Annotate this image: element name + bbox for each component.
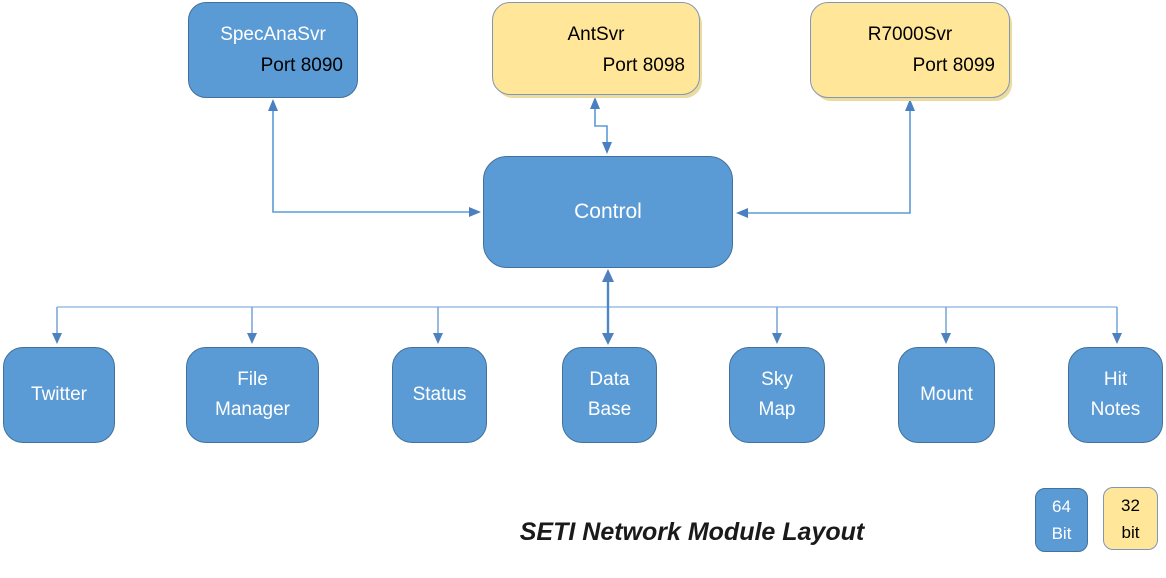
- connector-antsvr-control: [590, 97, 612, 154]
- legend-node-32bit: 32 bit: [1103, 487, 1158, 550]
- module-label: Manager: [215, 399, 290, 420]
- server-port-label: Port 8098: [602, 55, 685, 76]
- bus-drop-arrowheads: [52, 333, 1122, 344]
- bus-drop-lines: [56, 307, 1118, 334]
- server-node-antsvr: AntSvr Port 8098: [492, 2, 700, 95]
- module-node-data-base: Data Base: [562, 347, 657, 443]
- module-label: Mount: [920, 384, 973, 405]
- server-node-r7000svr: R7000Svr Port 8099: [810, 2, 1010, 98]
- server-name: SpecAnaSvr: [220, 24, 326, 45]
- server-name: AntSvr: [567, 24, 625, 45]
- module-node-mount: Mount: [898, 347, 995, 443]
- legend-label: 64: [1052, 497, 1071, 516]
- control-label: Control: [574, 200, 642, 223]
- module-node-file-manager: File Manager: [186, 347, 319, 443]
- module-label: Notes: [1090, 399, 1141, 420]
- connector-specanasvr-control: [268, 99, 481, 217]
- module-node-hit-notes: Hit Notes: [1068, 347, 1163, 443]
- control-node: Control: [483, 156, 733, 268]
- module-label: Map: [758, 399, 796, 420]
- module-node-sky-map: Sky Map: [729, 347, 825, 443]
- server-name: R7000Svr: [867, 24, 953, 45]
- server-port-label: Port 8099: [912, 55, 995, 76]
- module-label: Data: [589, 369, 630, 390]
- module-label: Sky: [761, 369, 793, 390]
- module-label: File: [237, 369, 268, 390]
- server-port-label: Port 8090: [260, 55, 343, 76]
- diagram-caption: SETI Network Module Layout: [519, 518, 865, 546]
- legend-label: 32: [1121, 495, 1140, 515]
- module-label: Twitter: [31, 384, 87, 405]
- connector-r7000svr-control: [736, 99, 915, 218]
- connector-control-database: [602, 269, 614, 345]
- legend-label: bit: [1121, 522, 1140, 542]
- legend-label: Bit: [1051, 524, 1072, 543]
- module-label: Status: [412, 384, 467, 405]
- server-node-specanasvr: SpecAnaSvr Port 8090: [188, 2, 358, 98]
- module-node-twitter: Twitter: [3, 347, 115, 443]
- legend-node-64bit: 64 Bit: [1035, 488, 1088, 552]
- module-label: Hit: [1103, 369, 1128, 390]
- module-node-status: Status: [392, 347, 487, 443]
- module-label: Base: [587, 399, 632, 420]
